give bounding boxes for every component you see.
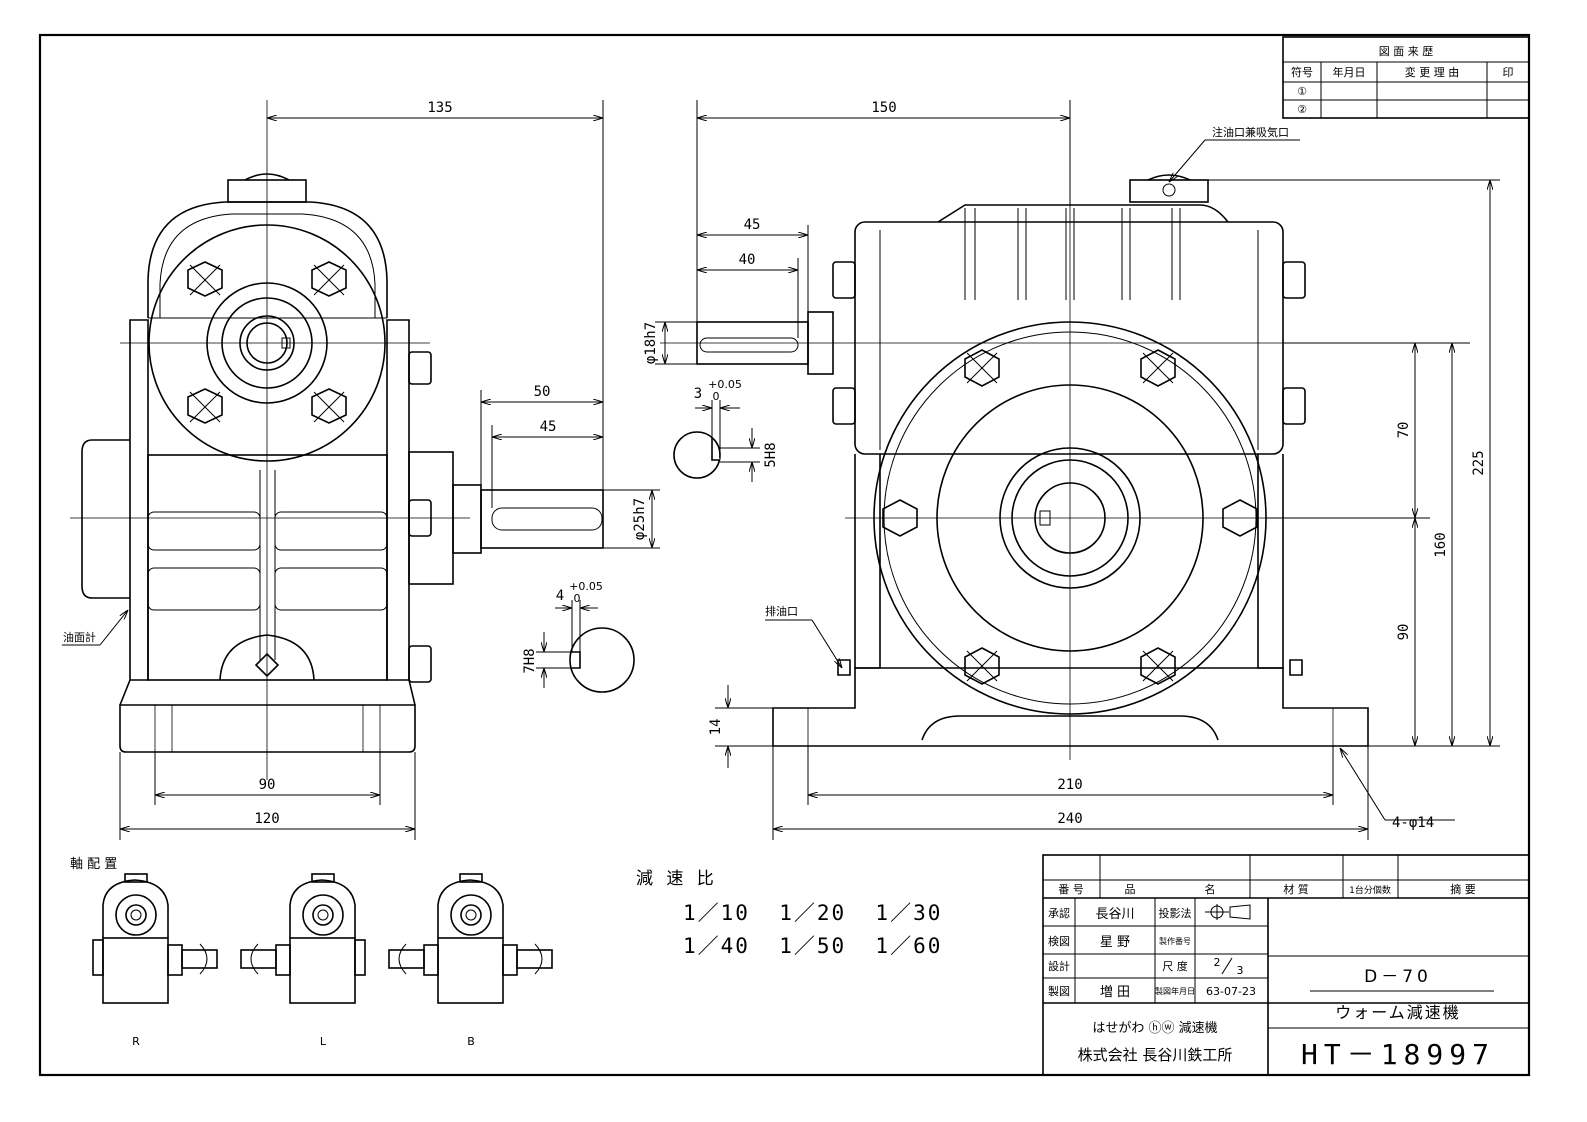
tb-col-name-b: 名 <box>1205 882 1216 896</box>
tb-col-number: 番 号 <box>1058 883 1084 896</box>
key-large-tolerance: +0.05 <box>569 580 603 593</box>
revision-title: 図 面 来 歴 <box>1379 45 1434 58</box>
tb-drawing-no-label: 製作番号 <box>1159 936 1191 946</box>
reduction-row-1: 1／10 1／20 1／30 <box>683 901 942 925</box>
key-small-depth: 5H8 <box>763 442 779 467</box>
dim-210: 210 <box>1057 777 1082 793</box>
tb-date-value: 63-07-23 <box>1206 985 1256 998</box>
tb-draw-label: 製図 <box>1048 984 1070 998</box>
tb-approve-label: 承認 <box>1048 906 1070 920</box>
tb-scale-num: 2 <box>1214 956 1221 969</box>
tb-scale-den: 3 <box>1237 964 1244 977</box>
revision-header-date: 年月日 <box>1333 65 1366 79</box>
revision-header-reason: 変 更 理 由 <box>1405 65 1460 79</box>
tb-projection-label: 投影法 <box>1159 906 1192 920</box>
dim-shaft-18: φ18h7 <box>643 322 659 364</box>
key-large-depth: 7H8 <box>522 648 538 673</box>
key-large-tolerance-zero: 0 <box>574 592 581 605</box>
tb-draw-name: 増 田 <box>1100 985 1130 1000</box>
dim-14: 14 <box>708 719 724 736</box>
dim-225: 225 <box>1471 450 1487 475</box>
dim-160: 160 <box>1433 532 1449 557</box>
keyway-detail-large: 4 +0.05 0 7H8 <box>522 580 635 693</box>
arrangement-l: L <box>240 873 366 1048</box>
reduction-title: 減 速 比 <box>636 869 718 889</box>
holes-callout: 4-φ14 <box>1392 815 1434 831</box>
arrangement-r: R <box>92 873 218 1048</box>
tb-design-label: 設計 <box>1048 959 1070 973</box>
revision-row-1: ① <box>1297 85 1307 98</box>
tb-check-name: 星 野 <box>1100 935 1130 950</box>
shaft-arrangement: 軸 配 置 R L <box>70 857 553 1048</box>
tb-col-qty: 1台分個数 <box>1349 884 1391 896</box>
arrangement-r-label: R <box>132 1035 140 1048</box>
revision-header-seal: 印 <box>1503 66 1514 79</box>
key-small-width: 3 <box>694 386 702 402</box>
revision-row-2: ② <box>1297 103 1307 116</box>
tb-date-label: 製図年月日 <box>1155 986 1195 996</box>
sheet-border <box>38 33 1531 1077</box>
tb-approve-name: 長谷川 <box>1095 907 1134 922</box>
reduction-ratio: 減 速 比 1／10 1／20 1／30 1／40 1／50 1／60 <box>636 869 942 958</box>
revision-table: 図 面 来 歴 符号 年月日 変 更 理 由 印 ① ② <box>1282 36 1530 119</box>
tb-scale-label: 尺 度 <box>1162 959 1188 973</box>
arrangement-b-label: B <box>467 1035 475 1048</box>
right-front-view: 150 45 40 φ18h7 70 90 160 225 14 210 <box>643 100 1500 840</box>
tb-company-brand: はせがわ ⓗⓦ 減速機 <box>1092 1020 1217 1036</box>
tb-product: ウォーム減速機 <box>1335 1003 1461 1022</box>
dim-45-left: 45 <box>540 419 557 435</box>
left-side-view: 135 50 45 φ25h7 90 120 油面計 <box>62 100 660 840</box>
tb-col-name-a: 品 <box>1125 883 1136 896</box>
key-large-width: 4 <box>556 588 564 604</box>
dim-120-base: 120 <box>254 811 279 827</box>
dim-70: 70 <box>1396 422 1412 439</box>
projection-symbol-icon <box>1205 904 1251 920</box>
keyway-detail-small: 3 +0.05 0 5H8 <box>673 378 779 482</box>
tb-model: D－70 <box>1364 967 1432 987</box>
tb-drawing-number: HT－18997 <box>1301 1038 1495 1071</box>
arrangement-l-label: L <box>320 1035 327 1048</box>
dim-90-right: 90 <box>1396 624 1412 641</box>
oil-drain-label: 排油口 <box>765 604 798 618</box>
title-block: 番 号 品 名 材 質 1台分個数 摘 要 承認 長谷川 検図 星 野 設計 製… <box>1042 854 1530 1076</box>
tb-col-material: 材 質 <box>1283 882 1309 896</box>
reduction-row-2: 1／40 1／50 1／60 <box>683 934 942 958</box>
dim-240: 240 <box>1057 811 1082 827</box>
oil-gauge-label: 油面計 <box>63 630 96 644</box>
arrangement-b: B <box>388 873 553 1048</box>
tb-check-label: 検図 <box>1048 934 1070 948</box>
dim-150: 150 <box>871 100 896 116</box>
revision-header-symbol: 符号 <box>1291 66 1313 79</box>
dim-90-base: 90 <box>259 777 276 793</box>
dim-shaft-25: φ25h7 <box>632 498 648 540</box>
dim-135: 135 <box>427 100 452 116</box>
dim-50: 50 <box>534 384 551 400</box>
key-small-tolerance-zero: 0 <box>713 390 720 403</box>
oil-inlet-label: 注油口兼吸気口 <box>1212 125 1289 139</box>
dim-40: 40 <box>739 252 756 268</box>
key-small-tolerance: +0.05 <box>708 378 742 391</box>
tb-company-name: 株式会社 長谷川鉄工所 <box>1078 1046 1233 1064</box>
shaft-arrangement-title: 軸 配 置 <box>70 857 117 872</box>
tb-col-note: 摘 要 <box>1450 882 1476 896</box>
dim-45-right: 45 <box>744 217 761 233</box>
